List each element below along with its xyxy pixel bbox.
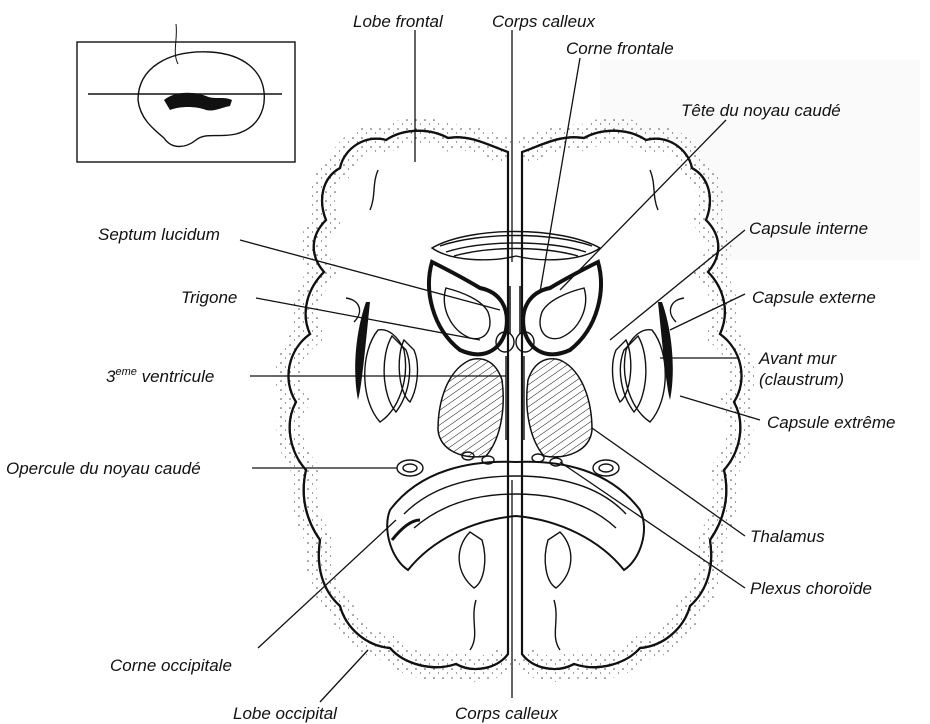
- label-corps-calleux-bottom: Corps calleux: [455, 704, 558, 723]
- label-corps-calleux-top: Corps calleux: [492, 12, 595, 31]
- label-plexus-choroide: Plexus choroïde: [750, 579, 872, 598]
- label-lobe-occipital: Lobe occipital: [233, 704, 338, 723]
- label-capsule-extreme: Capsule extrême: [767, 413, 896, 432]
- label-capsule-externe: Capsule externe: [752, 288, 876, 307]
- label-troisieme-ventricule: 3eme ventricule: [106, 366, 214, 386]
- label-corne-occipitale: Corne occipitale: [110, 656, 232, 675]
- label-thalamus: Thalamus: [750, 527, 825, 546]
- label-avant-mur: Avant mur: [758, 349, 838, 368]
- label-tete-noyau-caude: Tête du noyau caudé: [681, 101, 841, 120]
- brain-outer-cortex: [288, 131, 741, 669]
- inset-orientation-box: [77, 24, 295, 162]
- label-trigone: Trigone: [181, 288, 237, 307]
- label-corne-frontale: Corne frontale: [566, 39, 674, 58]
- label-septum-lucidum: Septum lucidum: [98, 225, 220, 244]
- label-claustrum: (claustrum): [759, 370, 844, 389]
- interhemispheric-fissure: [508, 152, 522, 226]
- label-lobe-frontal: Lobe frontal: [353, 12, 444, 31]
- label-opercule: Opercule du noyau caudé: [6, 459, 201, 478]
- label-capsule-interne: Capsule interne: [749, 219, 868, 238]
- thalamus-pair: [438, 359, 592, 457]
